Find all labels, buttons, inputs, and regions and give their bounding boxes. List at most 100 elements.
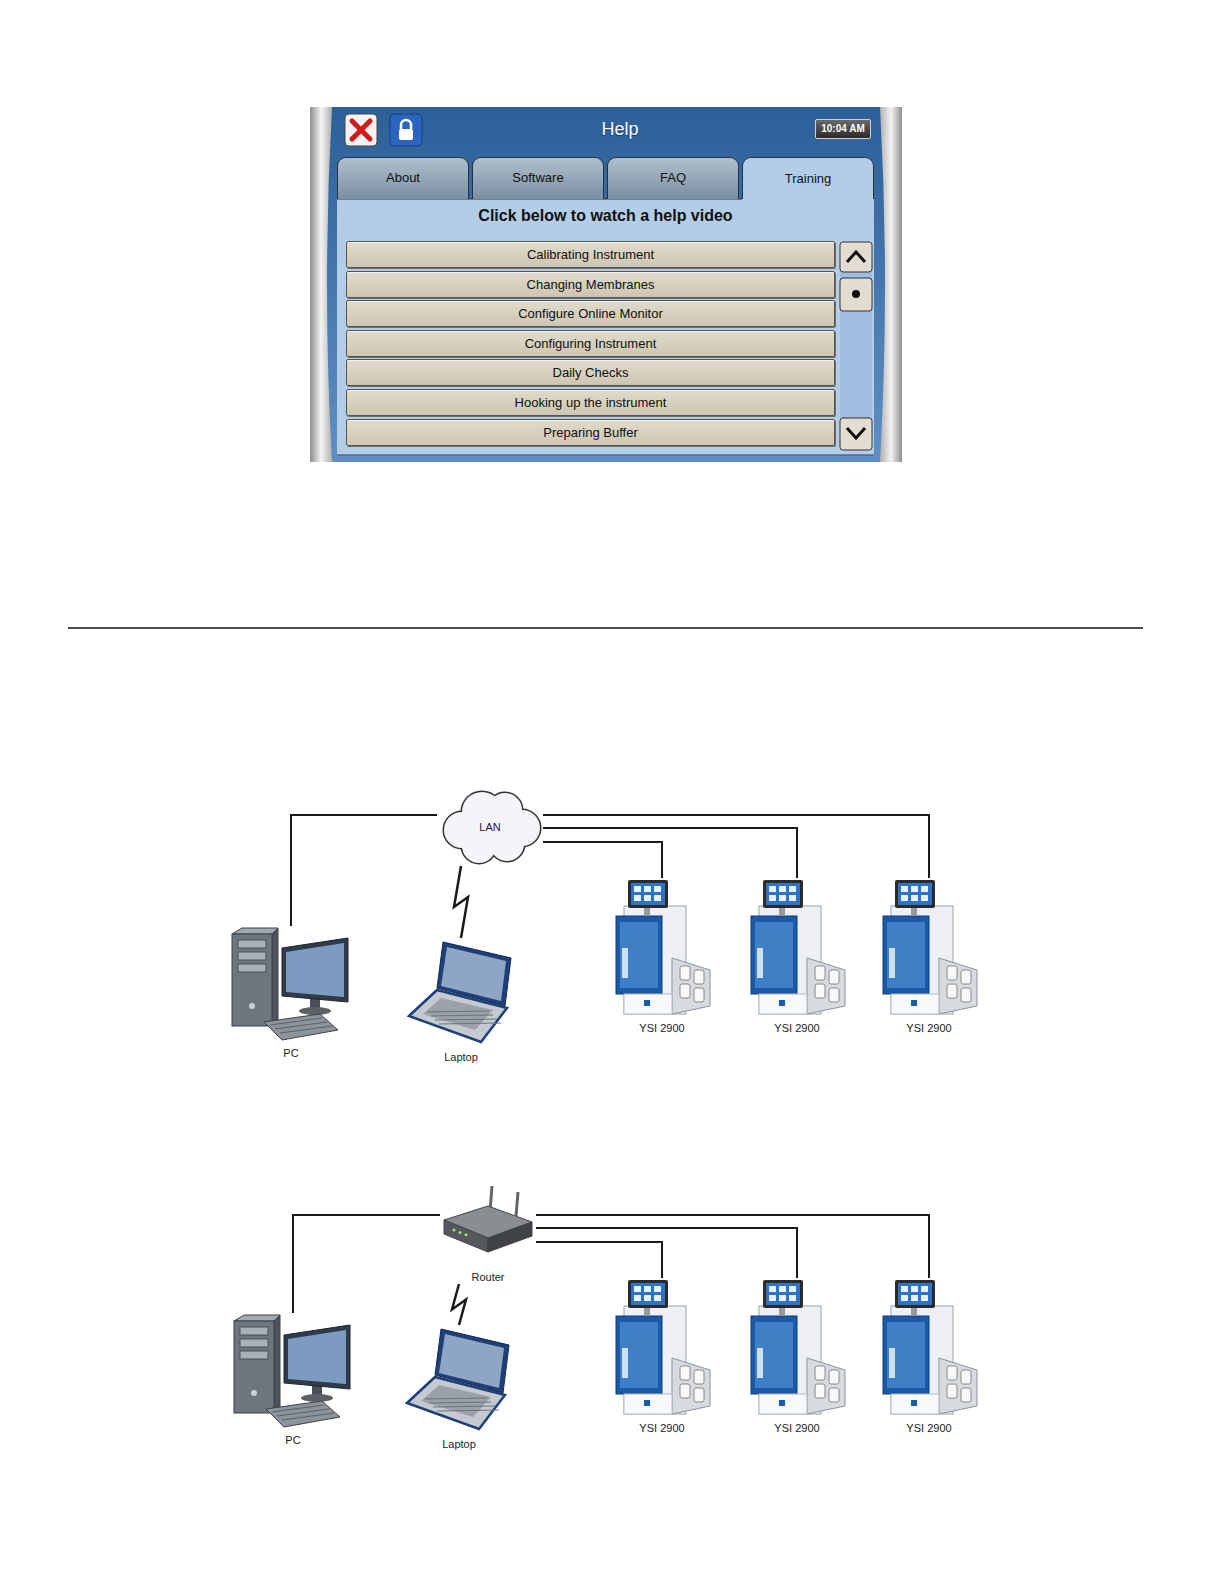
analyzer-icon [610, 1278, 714, 1418]
network-cable [291, 815, 437, 926]
analyzer-icon [745, 878, 849, 1018]
lock-body [399, 129, 413, 140]
sample-tray [672, 1358, 710, 1414]
screen-background [310, 107, 902, 462]
reagent-bottle [694, 970, 704, 984]
analyzer-instrument: YSI 2900 [610, 878, 714, 1035]
analyzer-base [759, 1394, 807, 1414]
chevron-down [847, 428, 865, 438]
cloud-lobe [472, 810, 512, 850]
reagent-bottle [815, 984, 825, 998]
touchscreen [766, 1283, 800, 1305]
monitor-base [301, 1394, 333, 1402]
scroll-up-button [840, 242, 872, 272]
keyboard-row [427, 1011, 489, 1012]
analyzer-logo [779, 1400, 785, 1406]
screen-icon [921, 886, 928, 892]
reagent-bottle [815, 966, 825, 980]
tab-label: FAQ [660, 170, 686, 186]
router-icon [440, 1184, 536, 1264]
cloud-outline [444, 792, 540, 863]
network-cable [536, 1228, 797, 1278]
reagent-bottle [829, 1388, 839, 1402]
screen-icon [921, 1295, 928, 1301]
front-door [883, 1316, 929, 1394]
monitor-screen [288, 1330, 346, 1384]
keyboard-row [425, 1398, 487, 1399]
sample-slot [622, 948, 628, 978]
device-label: PC [285, 1433, 300, 1447]
screen-icon [634, 1286, 641, 1292]
device-label: YSI 2900 [774, 1021, 819, 1035]
screen-bezel [880, 107, 902, 462]
scroll-thumb [840, 278, 872, 311]
screen-icon [769, 886, 776, 892]
device-label: Laptop [442, 1437, 476, 1451]
network-cable [536, 1242, 662, 1278]
router-antenna [516, 1192, 518, 1216]
pc-icon [228, 926, 354, 1044]
screen-icon [789, 1286, 796, 1292]
tower-side [274, 1315, 280, 1413]
router-side [488, 1222, 532, 1252]
keyboard-row [435, 1019, 497, 1020]
screen-icon [634, 886, 641, 892]
touchscreen-frame [628, 1280, 668, 1308]
tower-body [234, 1321, 274, 1413]
analyzer-icon [610, 878, 714, 1018]
screen-icon [789, 895, 796, 901]
video-button: Daily Checks [346, 359, 835, 386]
reagent-bottle [694, 1388, 704, 1402]
laptop-icon [403, 1325, 515, 1433]
device-label: YSI 2900 [639, 1021, 684, 1035]
touchscreen-frame [628, 880, 668, 908]
help-screen: 10:04 AMAboutSoftwareFAQTrainingCalibrat… [310, 107, 902, 462]
tower-top [234, 1315, 280, 1321]
button-label: Daily Checks [553, 365, 629, 381]
front-door [751, 916, 797, 994]
title-text: Help [601, 118, 638, 140]
door-window [620, 922, 658, 988]
network-cable [293, 1215, 440, 1313]
video-button: Calibrating Instrument [346, 241, 835, 268]
reagent-bottle [829, 988, 839, 1002]
screen-icon [654, 895, 661, 901]
laptop-keyboard [423, 998, 493, 1030]
keyboard-row [439, 1023, 501, 1024]
drive-bay [240, 1351, 268, 1359]
analyzer-logo [644, 1400, 650, 1406]
drive-bay [240, 1339, 268, 1347]
analyzer-base [624, 1394, 672, 1414]
screen-icon [779, 1295, 786, 1301]
analyzer-instrument: YSI 2900 [610, 1278, 714, 1435]
sample-tray [672, 958, 710, 1014]
screen-icon [634, 1295, 641, 1301]
section-rule [68, 627, 1143, 629]
video-button: Preparing Buffer [346, 419, 835, 446]
video-button: Configure Online Monitor [346, 300, 835, 327]
close-button [345, 114, 377, 146]
device-label: YSI 2900 [774, 1421, 819, 1435]
panel-heading: Click below to watch a help video [478, 206, 732, 226]
button-label: Preparing Buffer [543, 425, 637, 441]
front-door [616, 1316, 662, 1394]
sample-slot [757, 948, 763, 978]
keyboard [264, 1014, 338, 1040]
screen-icon [644, 1286, 651, 1292]
reagent-bottle [680, 1384, 690, 1398]
device-label: YSI 2900 [906, 1021, 951, 1035]
screen-icon [644, 895, 651, 901]
keyboard-row [429, 1402, 491, 1403]
door-window [755, 1322, 793, 1388]
drive-bay [238, 952, 266, 960]
reagent-bottle [961, 988, 971, 1002]
front-door [616, 916, 662, 994]
video-list-panel: Calibrating InstrumentChanging Membranes… [337, 199, 874, 455]
touchscreen-frame [763, 880, 803, 908]
laptop-keyboard [421, 1385, 491, 1417]
scroll-dot [852, 290, 860, 298]
drive-bay [240, 1327, 268, 1335]
screen-icon [921, 895, 928, 901]
close-cross [352, 121, 370, 139]
